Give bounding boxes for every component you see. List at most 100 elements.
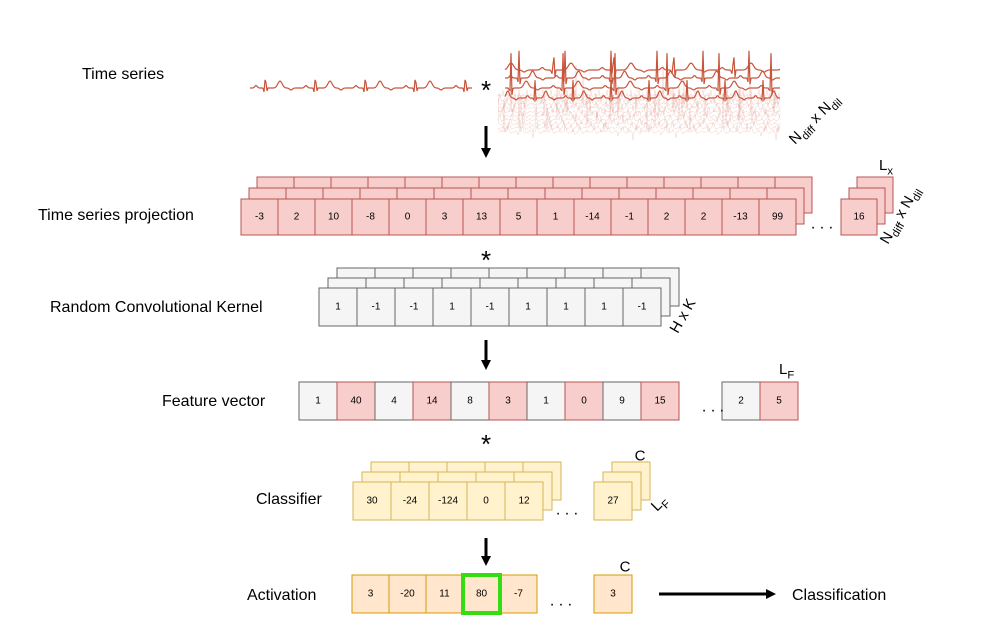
- projection-cell-5-box: [425, 198, 464, 236]
- feature-cell-9-box: [640, 381, 680, 421]
- feature-cell-2-value: 4: [391, 396, 397, 407]
- projected-signal-faint-5: [497, 94, 781, 119]
- dim-c-activation: C: [620, 559, 631, 576]
- kernel-cell-0-box: [318, 287, 358, 327]
- time-series-signals: [250, 50, 781, 140]
- feature-cell-3-value: 14: [426, 396, 438, 407]
- kernel-cell-5-value: 1: [525, 302, 531, 313]
- feature-tail-cell-0-value: 2: [738, 396, 744, 407]
- kernel-cell-4-value: -1: [486, 302, 495, 313]
- projection-cell-3-box: [351, 198, 390, 236]
- dim-lx-main: L: [879, 157, 887, 174]
- feature-tail-cell-1-value: 5: [776, 396, 782, 407]
- projected-signal-faint-8: [497, 93, 781, 133]
- kernel-cell-6-value: 1: [563, 302, 569, 313]
- kernel-cell-7-value: 1: [601, 302, 607, 313]
- projection-cell-13-box: [721, 198, 760, 236]
- kernel-cell-8-box: [622, 287, 662, 327]
- kernel-cell-8-value: -1: [638, 302, 647, 313]
- projected-signal-3: [504, 57, 781, 78]
- feature-cell-9-value: 15: [654, 396, 666, 407]
- kernel-cell-3-box: [432, 287, 472, 327]
- kernel-cell-5-box: [508, 287, 548, 327]
- ecg-signal: [250, 79, 473, 93]
- classifier-last-cell-box: [593, 481, 633, 521]
- activation-last-cell-value: 3: [610, 589, 616, 600]
- projection-last-cell-value: 16: [853, 212, 865, 223]
- classifier-cell-4-value: 12: [518, 496, 530, 507]
- projection-cell-6-value: 13: [476, 212, 488, 223]
- classifier-cell-3-box: [466, 481, 506, 521]
- label-classification: Classification: [792, 587, 887, 604]
- feature-cell-4-value: 8: [467, 396, 473, 407]
- kernel-cell-1-value: -1: [372, 302, 381, 313]
- projected-signal-2: [504, 80, 781, 103]
- classifier-ellipsis: . . .: [556, 502, 578, 519]
- activation-cell-2-value: 11: [439, 589, 450, 600]
- projection-cell-14-box: [758, 198, 797, 236]
- activation-cell-4-box: [499, 574, 538, 614]
- label-time-series: Time series: [82, 66, 165, 83]
- kernel-cell-4-box: [470, 287, 510, 327]
- classifier-cell-4-box: [504, 481, 544, 521]
- feature-tail-cell-1-box: [759, 381, 799, 421]
- dim-lf-feature: LF: [779, 361, 794, 382]
- dim-lf-feature-sub: F: [787, 370, 794, 382]
- projected-signal-1: [504, 53, 781, 95]
- projection-cell-2-box: [314, 198, 353, 236]
- projection-cell-12-value: 2: [701, 212, 707, 223]
- projection-cell-8-value: 1: [553, 212, 559, 223]
- conv-symbol-1: *: [481, 75, 491, 105]
- activation-cell-3-highlighted-box: [461, 573, 502, 615]
- feature-ellipsis: . . .: [702, 399, 724, 416]
- projected-signal-faint-9: [497, 99, 781, 140]
- projection-cell-1-value: 2: [294, 212, 300, 223]
- flow-arrows: [481, 126, 776, 599]
- label-activation: Activation: [247, 587, 317, 604]
- activation-ellipsis: . . .: [550, 593, 572, 610]
- classifier-cell-2-value: -124: [438, 496, 458, 507]
- feature-cell-8-value: 9: [619, 396, 625, 407]
- projection-cell-7-box: [499, 198, 538, 236]
- feature-cell-7-box: [564, 381, 604, 421]
- projection-cell-13-value: -13: [733, 212, 748, 223]
- label-random-convolutional-kernel: Random Convolutional Kernel: [50, 299, 263, 316]
- feature-cell-1-box: [336, 381, 376, 421]
- feature-cell-6-value: 1: [543, 396, 549, 407]
- dim-ndiff-ndil-top: Ndiff x Ndil: [786, 91, 845, 150]
- projected-signal-faint-4: [497, 88, 781, 120]
- conv-symbol-2: *: [481, 245, 491, 275]
- label-time-series-projection: Time series projection: [38, 207, 194, 224]
- feature-cell-4-box: [450, 381, 490, 421]
- projected-signal-faint-2: [497, 96, 781, 109]
- classifier-cell-1-value: -24: [403, 496, 418, 507]
- feature-cell-7-value: 0: [581, 396, 587, 407]
- activation-cell-0-value: 3: [368, 589, 374, 600]
- activation-cell-2-box: [425, 574, 464, 614]
- projection-cell-0-value: -3: [255, 212, 264, 223]
- projection-cell-4-box: [388, 198, 427, 236]
- activation-cell-3-highlighted-value: 80: [476, 589, 488, 600]
- classifier-last-cell-value: 27: [607, 496, 619, 507]
- activation-cell-4-value: -7: [514, 589, 523, 600]
- activation-last-cell-box: [593, 574, 633, 614]
- classifier-cell-3-value: 0: [483, 496, 489, 507]
- projected-signal-0: [505, 50, 780, 85]
- projected-signal-faint-3: [497, 77, 781, 115]
- activation-cell-1-value: -20: [400, 589, 415, 600]
- label-classifier: Classifier: [256, 491, 322, 508]
- projection-cell-14-value: 99: [772, 212, 784, 223]
- projected-signal-faint-7: [497, 89, 781, 132]
- conv-symbol-3: *: [481, 429, 491, 459]
- activation-cell-0-box: [351, 574, 390, 614]
- activation-cell-1-box: [388, 574, 427, 614]
- dim-lf-classifier: LF: [648, 492, 673, 517]
- feature-cell-6-box: [526, 381, 566, 421]
- dim-lx-sub: x: [887, 166, 893, 178]
- feature-cell-5-box: [488, 381, 528, 421]
- projection-cell-5-value: 3: [442, 212, 448, 223]
